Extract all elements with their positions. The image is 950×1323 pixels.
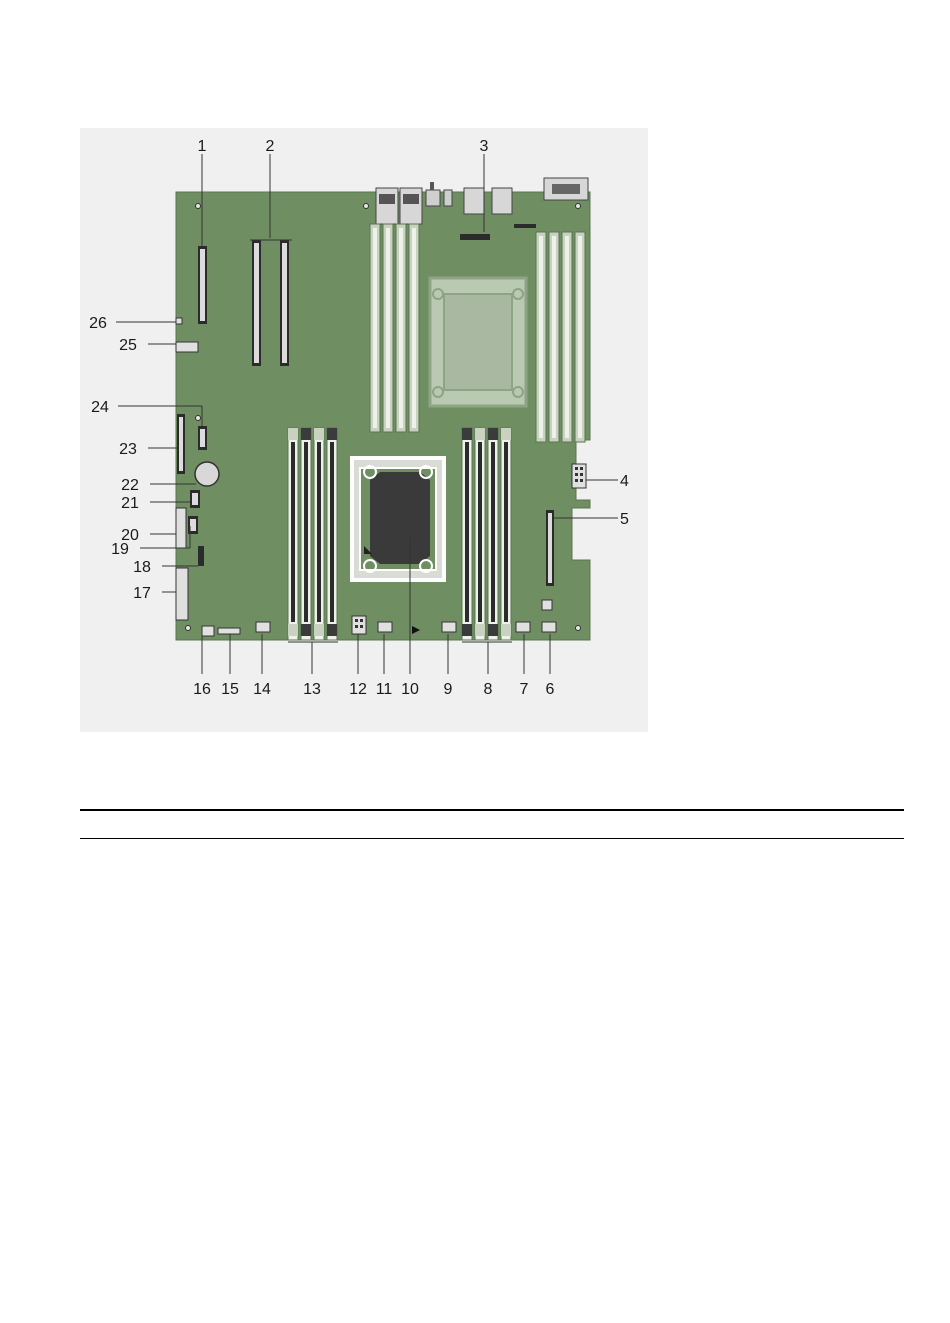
callout-21: 21 [121, 495, 139, 512]
callout-25: 25 [119, 337, 137, 354]
callout-12: 12 [349, 681, 367, 698]
callout-20: 20 [121, 527, 139, 544]
callout-26: 26 [89, 315, 107, 332]
cpu-power-connector-4 [572, 464, 586, 488]
callout-3: 3 [480, 138, 489, 155]
callout-13: 13 [303, 681, 321, 698]
callout-2: 2 [266, 138, 275, 155]
callout-24: 24 [91, 399, 109, 416]
callout-17: 17 [133, 585, 151, 602]
cpu-socket-2 [430, 278, 526, 406]
cpu-socket-1 [352, 458, 444, 580]
callout-6: 6 [546, 681, 555, 698]
table-bottom-rule [80, 838, 904, 839]
callout-4: 4 [620, 473, 629, 490]
callout-10: 10 [401, 681, 419, 698]
callout-5: 5 [620, 511, 629, 528]
callout-1: 1 [198, 138, 207, 155]
callout-15: 15 [221, 681, 239, 698]
table-top-rule [80, 809, 904, 811]
callout-22: 22 [121, 477, 139, 494]
power-connector-12 [352, 616, 366, 634]
callout-7: 7 [520, 681, 529, 698]
callout-9: 9 [444, 681, 453, 698]
callout-11: 11 [376, 681, 393, 698]
internal-usb-connector [460, 234, 490, 240]
callout-8: 8 [484, 681, 493, 698]
motherboard-svg: 1 2 3 4 5 6 7 8 9 10 11 12 13 14 15 16 1… [80, 128, 648, 732]
callout-16: 16 [193, 681, 211, 698]
callout-14: 14 [253, 681, 271, 698]
callout-23: 23 [119, 441, 137, 458]
callout-18: 18 [133, 559, 151, 576]
motherboard-diagram: 1 2 3 4 5 6 7 8 9 10 11 12 13 14 15 16 1… [80, 128, 648, 732]
